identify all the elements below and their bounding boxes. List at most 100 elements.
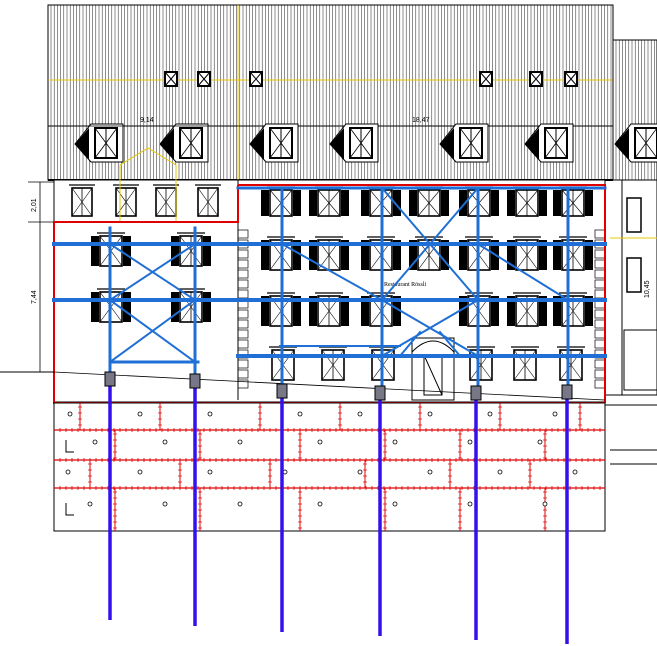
shutter [441,240,449,270]
anchor [207,469,213,475]
dormer-cross [634,127,657,159]
shutter [293,296,301,326]
skylight-cross [249,71,263,87]
dimension-lines [28,125,238,373]
shutter [123,236,131,266]
anchor [497,469,503,475]
shutter [459,296,467,326]
anchor [552,411,558,417]
quoin [237,269,249,279]
anchor [317,439,323,445]
window-cross [561,189,585,217]
entrance-door [411,337,455,401]
anchor-circles [65,411,578,507]
dim-right-building-height: 10,45 [644,280,651,298]
anchor [87,501,93,507]
shutter [171,236,179,266]
shutter [459,240,467,270]
shutter [553,296,561,326]
steel-beam [280,242,384,302]
shutter [459,190,467,216]
pile-head [276,383,288,399]
shutter [585,296,593,326]
anchor [137,411,143,417]
quoin [237,339,249,349]
anchor [542,501,548,507]
shutter [585,240,593,270]
pile-head [104,371,116,387]
window-cross [179,291,203,323]
dormer-cheek [440,128,454,160]
skylight-cross [197,71,211,87]
shutter [309,296,317,326]
shutter [553,190,561,216]
shutter [91,236,99,266]
shutter [393,240,401,270]
shutter [361,240,369,270]
shutter [507,190,515,216]
anchor [237,501,243,507]
skylight-cross [564,71,578,87]
anchor [297,411,303,417]
shutter [293,240,301,270]
steel-beam [108,242,197,302]
anchor [392,439,398,445]
dormer-cheek [330,128,344,160]
shutter [341,190,349,216]
steel-beam [398,330,422,358]
steel-beam [380,186,480,302]
quoin [237,359,249,369]
shutter [585,190,593,216]
dormer-cross [459,127,483,159]
anchor [467,501,473,507]
pile-head [470,385,482,401]
anchor [572,469,578,475]
shutter [309,240,317,270]
shutter [309,190,317,216]
window-cross [179,235,203,267]
dim-right-roof-width: 18,47 [412,117,430,124]
dormer-cheek [250,128,264,160]
quoin [237,379,249,389]
quoin [237,259,249,269]
shutter [393,190,401,216]
shutter [441,190,449,216]
shutter [171,292,179,322]
window-cross [197,187,219,217]
shutter [491,296,499,326]
shutter [261,240,269,270]
steel-beam [108,298,197,364]
anchor [357,469,363,475]
quoin [237,279,249,289]
dim-left-roof-width: 9,14 [140,117,154,124]
shutter [91,292,99,322]
quoin [237,319,249,329]
shutter [341,240,349,270]
quoin [237,369,249,379]
steel-support-frame [52,186,607,392]
steel-beam [380,298,480,358]
shutter [361,296,369,326]
anchor [427,411,433,417]
steel-beam [438,330,462,358]
dim-facade-height: 7,44 [31,290,38,304]
window-cross [417,189,441,217]
shutter [123,292,131,322]
shutter [539,190,547,216]
roof-skylights [164,71,578,87]
neighbour-facade [605,179,657,465]
dormers [74,123,657,163]
anchor [427,469,433,475]
anchor [162,501,168,507]
shutter [507,240,515,270]
anchor [317,501,323,507]
shutter [409,190,417,216]
anchor [467,439,473,445]
anchor [162,439,168,445]
shutter [261,190,269,216]
shutter [341,296,349,326]
dormer-cross [94,127,118,159]
quoin [237,229,249,239]
skylight-cross [529,71,543,87]
